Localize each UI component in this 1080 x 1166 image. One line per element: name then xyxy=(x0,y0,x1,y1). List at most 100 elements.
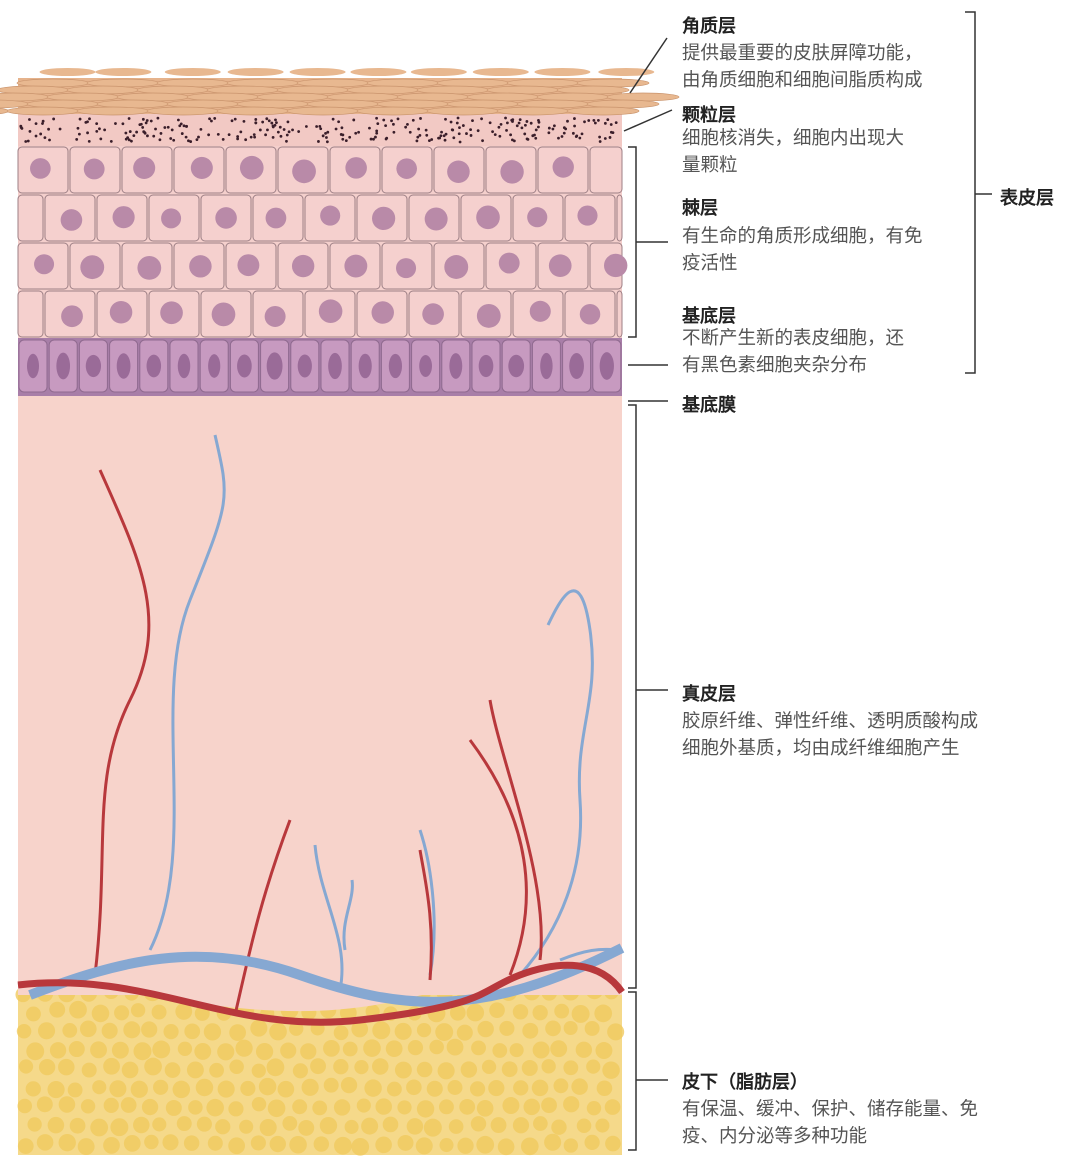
granule xyxy=(341,133,345,137)
fat-cell xyxy=(466,1003,485,1022)
granule xyxy=(524,123,527,127)
fat-cell xyxy=(120,1097,137,1113)
shedding-corneocyte xyxy=(598,68,655,76)
fat-cell xyxy=(114,1005,130,1021)
fat-cell xyxy=(18,1059,34,1074)
fat-cell xyxy=(49,1001,66,1018)
fat-cell xyxy=(532,1005,548,1021)
granule xyxy=(121,122,125,126)
granule xyxy=(252,133,256,137)
granule xyxy=(158,138,162,142)
fat-cell xyxy=(310,1058,326,1075)
shedding-corneocyte xyxy=(39,68,96,76)
fat-cell xyxy=(476,1135,495,1154)
fat-cell xyxy=(394,1061,412,1079)
granule xyxy=(24,140,28,143)
granule xyxy=(78,117,82,121)
spinous-nucleus xyxy=(211,302,236,327)
granule xyxy=(34,134,38,138)
epidermis-bracket xyxy=(965,11,992,374)
granule xyxy=(230,119,234,123)
granule xyxy=(481,139,484,143)
fat-cell xyxy=(394,1022,412,1040)
fat-cell xyxy=(351,1020,369,1038)
fat-cell xyxy=(523,1098,540,1116)
granule xyxy=(452,136,456,140)
fat-cell xyxy=(607,1023,625,1041)
fat-cell xyxy=(477,1020,494,1038)
corneum-leader xyxy=(629,37,668,94)
fat-cell xyxy=(47,1080,65,1099)
spinous-nucleus xyxy=(161,208,182,229)
fat-cell xyxy=(217,1043,235,1061)
fat-cell xyxy=(79,1020,97,1038)
spinous-nucleus xyxy=(61,305,83,328)
granule xyxy=(109,140,113,143)
fat-cell xyxy=(188,1100,203,1115)
spinous-nucleus xyxy=(133,156,156,179)
fat-cell xyxy=(27,1117,42,1132)
granule xyxy=(244,138,248,142)
granule xyxy=(520,126,524,130)
granule xyxy=(159,132,163,135)
granule xyxy=(39,132,43,136)
basal-nucleus xyxy=(116,353,131,379)
granule xyxy=(304,125,308,128)
fat-cell xyxy=(584,1134,600,1151)
granule xyxy=(242,119,246,123)
fat-cell xyxy=(563,1096,580,1113)
granule xyxy=(28,129,32,133)
granule xyxy=(43,136,47,140)
granule xyxy=(505,128,508,132)
spinous-title: 棘层 xyxy=(682,198,718,219)
granule xyxy=(199,127,203,131)
granule xyxy=(207,133,211,137)
fat-cell xyxy=(513,1080,529,1096)
corneocyte xyxy=(286,106,360,116)
fat-cell xyxy=(416,1022,432,1038)
fat-cell xyxy=(497,1138,515,1156)
granule xyxy=(75,138,79,141)
fat-cell xyxy=(17,1098,33,1114)
granule xyxy=(603,121,607,125)
granule xyxy=(480,117,483,121)
subcutis-desc: 有保温、缓冲、保护、储存能量、免 疫、内分泌等多种功能 xyxy=(682,1099,979,1147)
granule xyxy=(163,126,167,129)
granule xyxy=(444,117,447,121)
fat-cell xyxy=(133,1042,152,1061)
fat-cell xyxy=(277,1080,295,1098)
granule xyxy=(537,120,541,124)
shedding-corneocyte xyxy=(164,68,221,76)
spinous-cell xyxy=(616,290,623,338)
fat-cell xyxy=(17,1138,34,1154)
granule xyxy=(442,134,446,138)
granule xyxy=(357,130,360,134)
fat-cell xyxy=(457,1137,474,1154)
granule xyxy=(611,131,615,134)
fat-cell xyxy=(448,1119,464,1134)
granule xyxy=(593,121,597,125)
fat-cell xyxy=(91,1004,110,1023)
fat-cell xyxy=(595,1118,610,1133)
granule xyxy=(187,139,190,143)
granule xyxy=(287,130,291,134)
granule xyxy=(177,118,180,122)
fat-cell xyxy=(103,1057,120,1075)
basal-nucleus xyxy=(388,353,403,379)
fat-cell xyxy=(217,1080,235,1098)
corneocyte xyxy=(6,106,80,116)
fat-cell xyxy=(239,1119,254,1134)
granule xyxy=(261,120,265,124)
fat-cell xyxy=(571,1078,588,1095)
fat-cell xyxy=(351,1137,370,1156)
fat-cell xyxy=(300,1043,317,1060)
fat-cell xyxy=(282,1116,298,1131)
spinous-nucleus xyxy=(396,258,417,279)
fat-cell xyxy=(103,1136,120,1154)
basal-nucleus xyxy=(297,354,312,378)
corneocyte xyxy=(426,106,500,116)
fat-cell xyxy=(176,1116,192,1132)
granule xyxy=(135,130,139,134)
spinous-nucleus xyxy=(109,300,133,324)
fat-cell xyxy=(90,1041,107,1059)
